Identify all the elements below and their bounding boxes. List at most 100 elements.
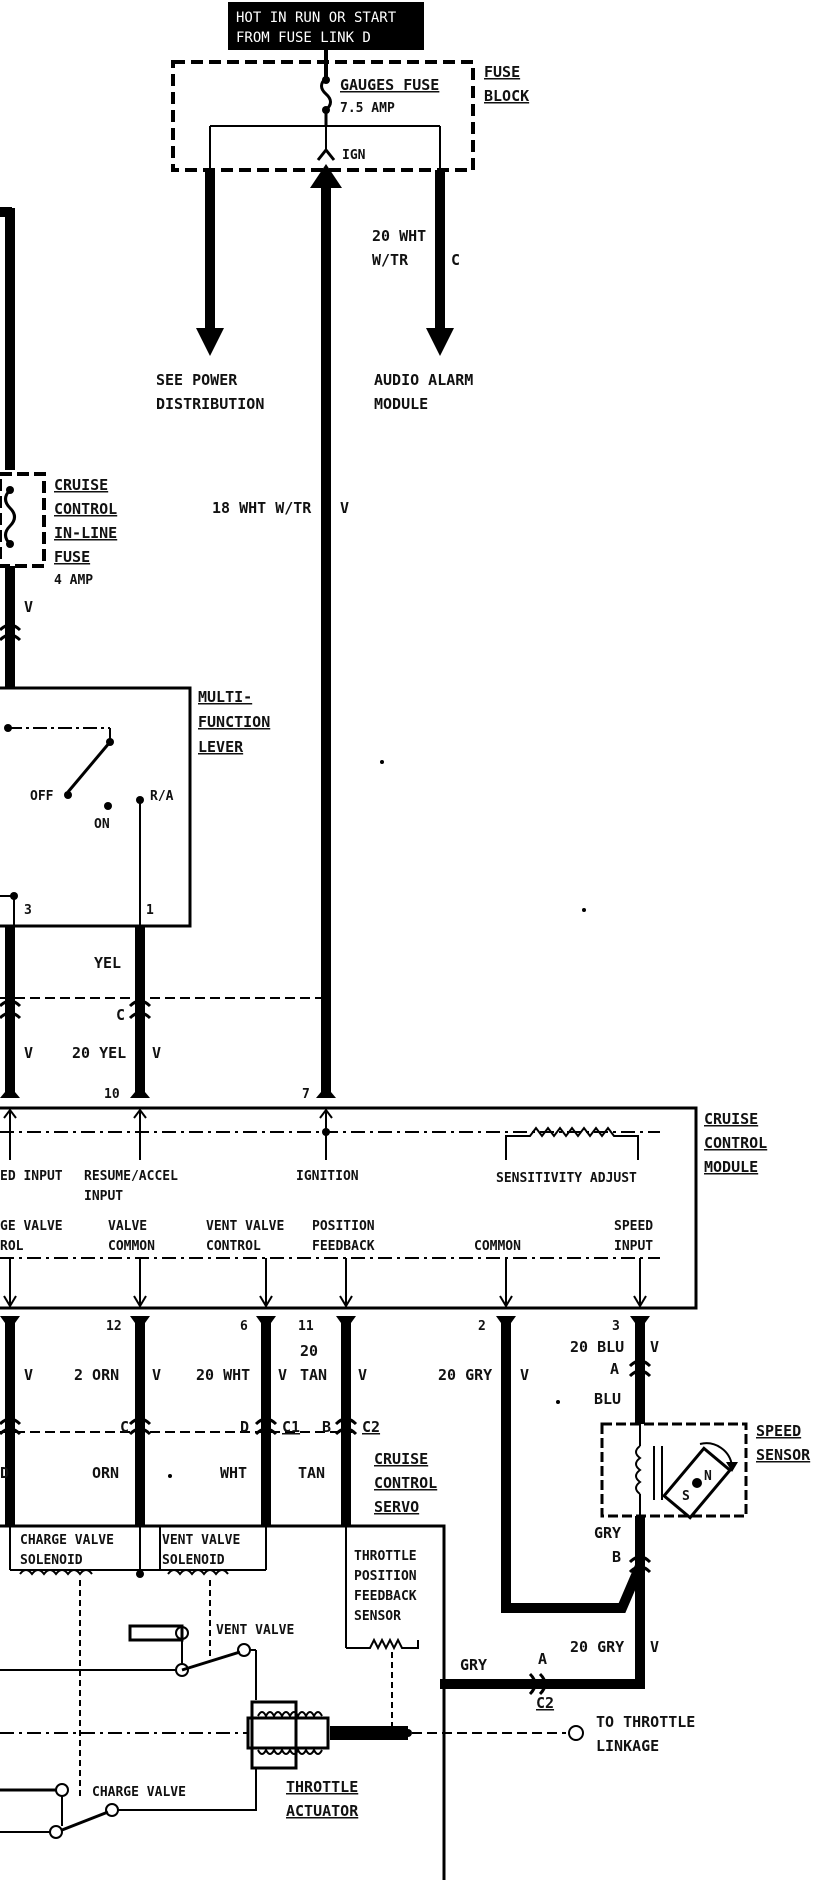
conn-d-wht: D xyxy=(240,1418,249,1436)
lever-ra-label: R/A xyxy=(150,789,174,804)
wire-blu20: 20 BLU xyxy=(570,1338,624,1356)
charge-valve-label: CHARGE VALVE xyxy=(92,1785,186,1800)
lever-title-3: LEVER xyxy=(198,738,244,756)
servo-title-2: CONTROL xyxy=(374,1474,437,1492)
conn-b-tan: B xyxy=(322,1418,331,1436)
sensor-s-label: S xyxy=(682,1489,690,1504)
conn-c2: C2 xyxy=(362,1418,380,1436)
pin10-label: 10 xyxy=(104,1087,120,1102)
fuse-block-title-1: FUSE xyxy=(484,63,520,81)
wire-v-left: V xyxy=(24,1044,33,1062)
sensor-b-label: B xyxy=(612,1548,621,1566)
ignition-label: IGNITION xyxy=(296,1169,359,1184)
fuse-block-title-2: BLOCK xyxy=(484,87,529,105)
power-dist-label-2: DISTRIBUTION xyxy=(156,395,264,413)
wire-v6: V xyxy=(650,1338,659,1356)
conn-c-orn: C xyxy=(120,1418,129,1436)
audio-wire-label-1: 20 WHT xyxy=(372,227,426,245)
common-label: COMMON xyxy=(474,1239,521,1254)
charge-valve-icon xyxy=(61,1810,109,1832)
sensor-a-label: A xyxy=(538,1650,547,1668)
wire-common-gry xyxy=(501,1316,645,1613)
tps-label-3: FEEDBACK xyxy=(354,1589,417,1604)
position-fb-label-2: FEEDBACK xyxy=(312,1239,375,1254)
lever-switch-blade xyxy=(66,741,112,793)
tps-resistor-icon xyxy=(346,1637,419,1651)
vent-solenoid-coil-icon xyxy=(167,1569,229,1576)
ed-input-label: ED INPUT xyxy=(0,1169,63,1184)
wire-v3: V xyxy=(278,1366,287,1384)
wire-tan20a: 20 xyxy=(300,1342,318,1360)
pin2-label: 2 xyxy=(478,1319,486,1334)
pin12-label: 12 xyxy=(106,1319,122,1334)
servo-title-1: CRUISE xyxy=(374,1450,428,1468)
tps-label-2: POSITION xyxy=(354,1569,417,1584)
inline-fuse-box xyxy=(0,472,46,568)
wire-tan20b: TAN xyxy=(300,1366,327,1384)
inline-fuse-title-2: CONTROL xyxy=(54,500,117,518)
pin3-label: 3 xyxy=(612,1319,620,1334)
speed-sensor-title-1: SPEED xyxy=(756,1422,801,1440)
position-fb-label-1: POSITION xyxy=(312,1219,375,1234)
speed-sensor-title-2: SENSOR xyxy=(756,1446,811,1464)
header-note-box xyxy=(228,2,424,50)
sensor-n-label: N xyxy=(704,1469,712,1484)
ign-label: IGN xyxy=(342,148,366,163)
wire-v5: V xyxy=(520,1366,529,1384)
speed-input-label-2: INPUT xyxy=(614,1239,653,1254)
wire-a-blu: A xyxy=(610,1360,619,1378)
resume-label-1: RESUME/ACCEL xyxy=(84,1169,178,1184)
lever-title-2: FUNCTION xyxy=(198,713,270,731)
pin6-label: 6 xyxy=(240,1319,248,1334)
vent-sol-label-2: SOLENOID xyxy=(162,1553,225,1568)
wire-orn2: 2 ORN xyxy=(74,1366,119,1384)
tps-label-1: THROTTLE xyxy=(354,1549,417,1564)
sensor-c2-label: C2 xyxy=(536,1694,554,1712)
wire-v-right: V xyxy=(152,1044,161,1062)
module-title-3: MODULE xyxy=(704,1158,758,1176)
speed-sensor-magnet-icon xyxy=(661,1446,733,1520)
vent-valve-port-icon xyxy=(128,1624,184,1642)
ge-valve-label-2: ROL xyxy=(0,1239,24,1254)
vent-valve-label: VENT VALVE xyxy=(216,1623,294,1638)
vent-control-label-1: VENT VALVE xyxy=(206,1219,284,1234)
wire-yel20-label: 20 YEL xyxy=(72,1044,126,1062)
inline-fuse-title-3: IN-LINE xyxy=(54,524,117,542)
inline-fuse-icon xyxy=(4,488,16,546)
tps-label-4: SENSOR xyxy=(354,1609,401,1624)
vent-valve-icon xyxy=(181,1650,241,1672)
sensor-v-label: V xyxy=(650,1638,659,1656)
ign-wire-conn: V xyxy=(340,499,349,517)
module-title-1: CRUISE xyxy=(704,1110,758,1128)
audio-dest-label-1: AUDIO ALARM xyxy=(374,371,473,389)
wire-v1: V xyxy=(24,1366,33,1384)
lever-title-1: MULTI- xyxy=(198,688,252,706)
rotation-arrow-icon xyxy=(699,1442,733,1467)
lever-pin1: 1 xyxy=(146,903,154,918)
ge-valve-label-1: GE VALVE xyxy=(0,1219,63,1234)
header-note-line2: FROM FUSE LINK D xyxy=(236,30,371,46)
cruise-control-module-box xyxy=(0,1106,698,1310)
wire-gry20: 20 GRY xyxy=(438,1366,492,1384)
audio-dest-label-2: MODULE xyxy=(374,395,428,413)
charge-solenoid-coil-icon xyxy=(19,1569,93,1576)
linkage-label-2: LINKAGE xyxy=(596,1737,659,1755)
sensor-gry-h-label: GRY xyxy=(460,1656,487,1674)
lever-off-label: OFF xyxy=(30,789,54,804)
header-note-line1: HOT IN RUN OR START xyxy=(236,10,397,26)
audio-conn-label: C xyxy=(451,251,460,269)
audio-wire-label-2: W/TR xyxy=(372,251,409,269)
wire-v2: V xyxy=(152,1366,161,1384)
wire-servo-gry xyxy=(440,1668,645,1689)
linkage-label-1: TO THROTTLE xyxy=(596,1713,695,1731)
gauges-fuse-icon xyxy=(320,76,332,112)
sensitivity-resistor-icon xyxy=(505,1126,639,1160)
actuator-label-1: THROTTLE xyxy=(286,1778,358,1796)
inline-fuse-conn: V xyxy=(24,598,33,616)
conn-c1: C1 xyxy=(282,1418,300,1436)
power-dist-label-1: SEE POWER xyxy=(156,371,238,389)
ign-wire-label: 18 WHT W/TR xyxy=(212,499,312,517)
vent-sol-label-1: VENT VALVE xyxy=(162,1533,240,1548)
inline-fuse-title-4: FUSE xyxy=(54,548,90,566)
vent-control-label-2: CONTROL xyxy=(206,1239,261,1254)
